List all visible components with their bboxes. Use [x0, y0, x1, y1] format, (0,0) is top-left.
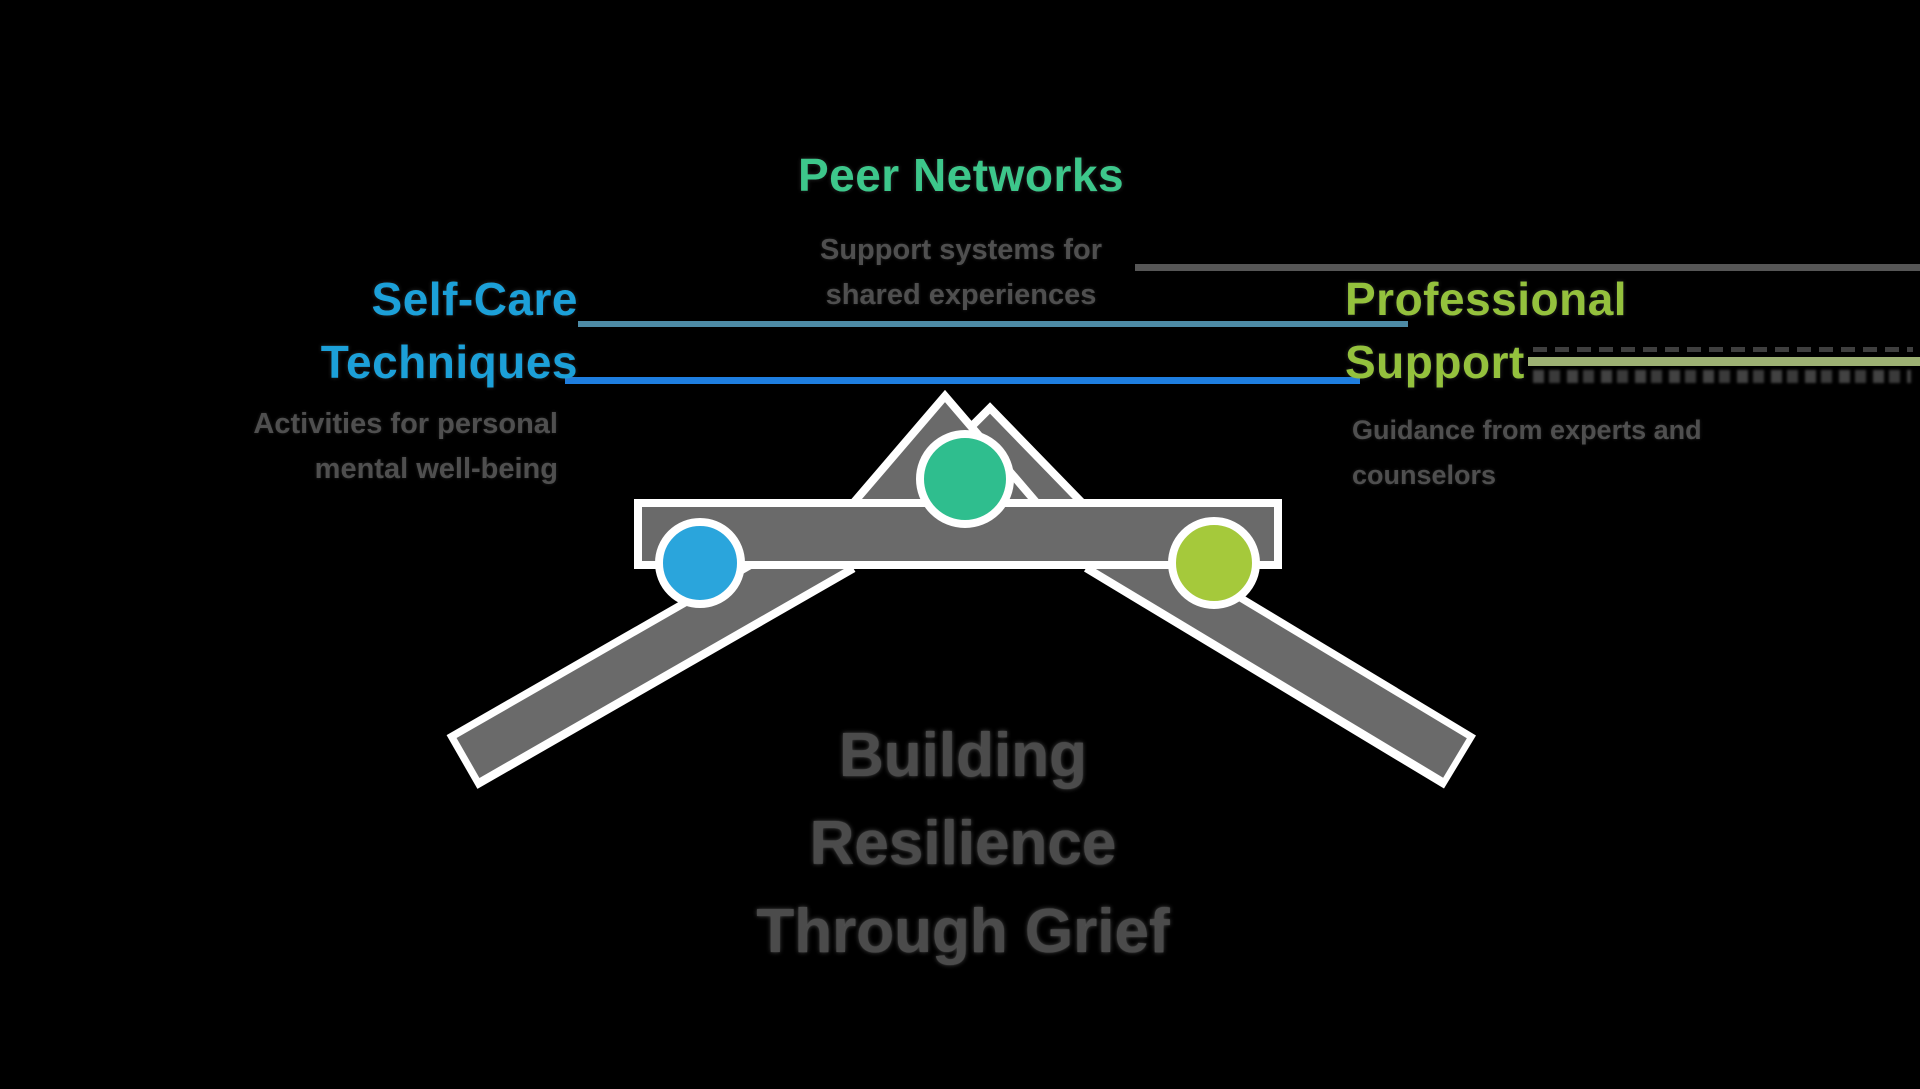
professional-desc-line2: counselors — [1352, 460, 1497, 490]
self-care-desc-line1: Activities for personal — [253, 408, 558, 440]
section-peer-networks-desc: Support systems for shared experiences — [661, 228, 1261, 318]
professional-title-line2: Support — [1345, 336, 1525, 388]
section-peer-networks-title: Peer Networks — [661, 144, 1261, 207]
peer-networks-desc-line1: Support systems for — [820, 234, 1102, 266]
dark-leader-line — [1135, 264, 1920, 271]
self-care-node-icon — [655, 518, 745, 608]
professional-desc-line1: Guidance from experts and — [1352, 415, 1702, 445]
peer-networks-title: Peer Networks — [797, 149, 1125, 201]
professional-node-icon — [1168, 517, 1260, 609]
main-title-block: Building Resilience Through Grief — [463, 712, 1463, 976]
main-title-line2: Resilience — [809, 809, 1117, 878]
seesaw-left-leg — [446, 518, 856, 789]
blurred-artifact-strip — [1533, 370, 1911, 383]
self-care-desc-line2: mental well-being — [314, 453, 558, 485]
main-title-line1: Building — [839, 721, 1087, 790]
blue-leader-line — [565, 377, 1360, 384]
peer-networks-desc-line2: shared experiences — [825, 279, 1097, 311]
section-professional-title: Professional Support — [1345, 268, 1765, 394]
self-care-title-line1: Self-Care — [371, 273, 578, 325]
section-professional-desc: Guidance from experts and counselors — [1352, 408, 1792, 498]
section-self-care-title: Self-Care Techniques — [158, 268, 578, 394]
seesaw-right-leg — [1083, 518, 1477, 789]
teal-leader-line — [578, 321, 1408, 327]
self-care-title-line2: Techniques — [320, 336, 578, 388]
section-self-care-desc: Activities for personal mental well-bein… — [138, 402, 558, 492]
peer-networks-node-icon — [916, 430, 1014, 528]
main-title-line3: Through Grief — [756, 897, 1170, 966]
professional-title-line1: Professional — [1345, 273, 1628, 325]
dashed-artifact-line — [1533, 347, 1913, 352]
olive-leader-line — [1528, 357, 1920, 366]
